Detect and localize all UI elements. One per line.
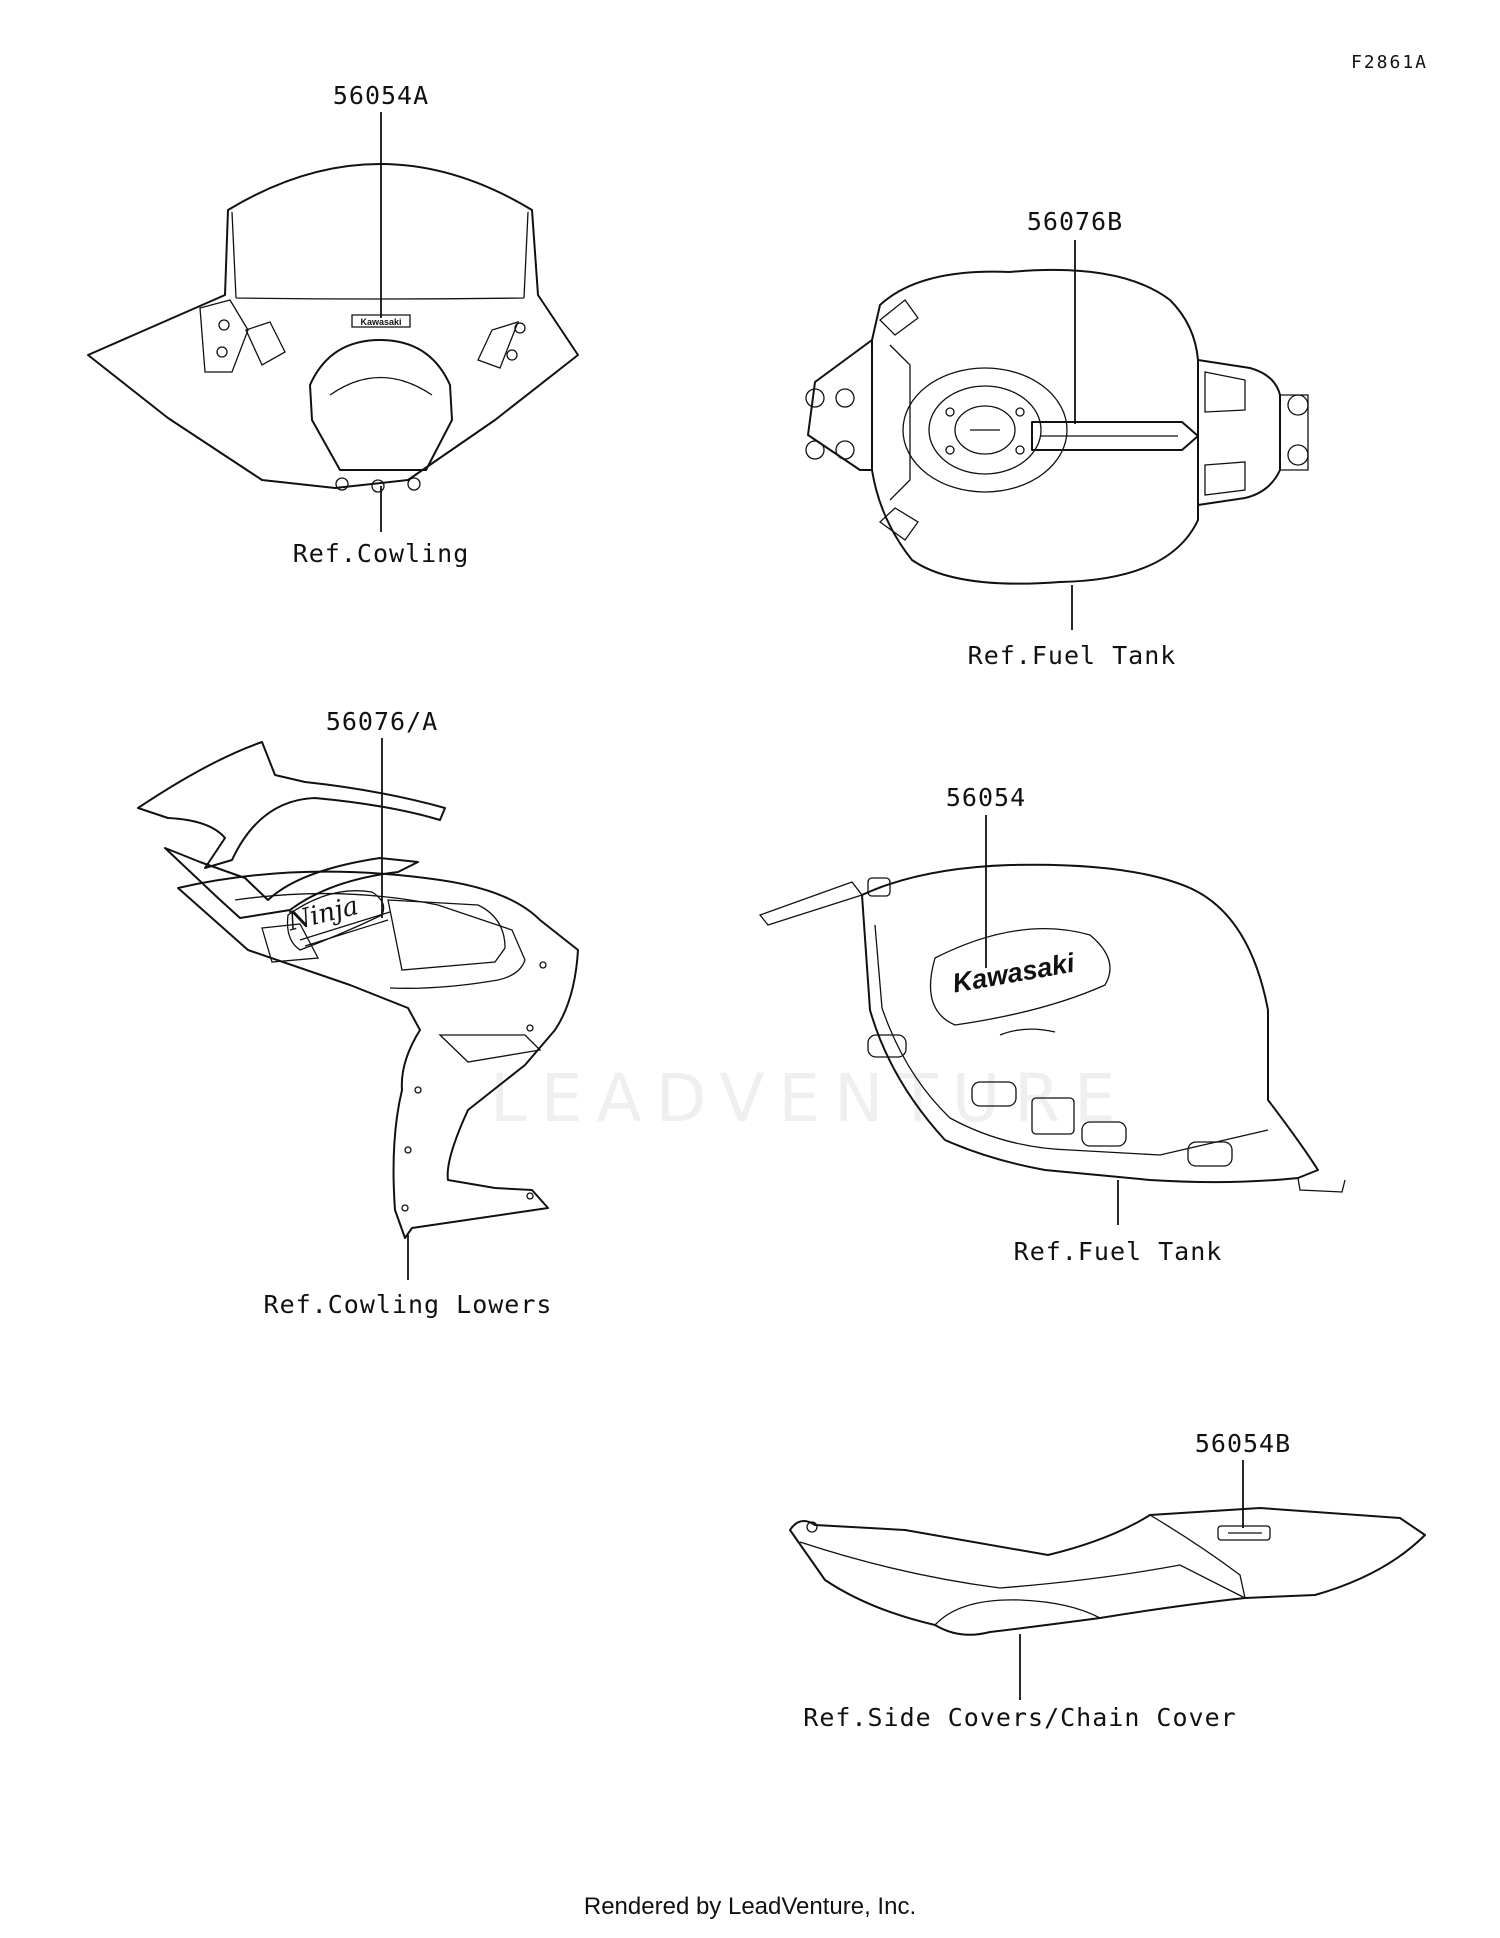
label-56076-A: 56076/A (326, 707, 438, 736)
ref-cowling-lowers: Ref.Cowling Lowers (264, 1290, 553, 1319)
fuel-tank-top-view (806, 270, 1308, 584)
fuel-tank-side-view: Kawasaki (760, 865, 1345, 1192)
side-cover (790, 1508, 1425, 1635)
tank-side-outline (862, 865, 1318, 1182)
tank-top-stripe-decal (1032, 422, 1198, 450)
side-cover-outline (790, 1508, 1425, 1635)
ref-cowling: Ref.Cowling (293, 539, 470, 568)
windshield-inner-line (232, 212, 528, 299)
tank-top-outline (872, 270, 1198, 584)
tank-rear-mount (1198, 360, 1280, 505)
ref-side-covers-chain-cover: Ref.Side Covers/Chain Cover (803, 1703, 1236, 1732)
label-56076B: 56076B (1027, 207, 1123, 236)
ref-fuel-tank-top: Ref.Fuel Tank (968, 641, 1177, 670)
filler-cap-ring (903, 368, 1067, 492)
lower-cowl-body (178, 872, 578, 1238)
watermark: LEADVENTURE (490, 1060, 1130, 1137)
kawasaki-tank-decal (931, 929, 1111, 1025)
middle-fin (165, 848, 418, 918)
headlight-opening (310, 340, 452, 470)
side-cover-650-decal (1218, 1526, 1270, 1540)
kawasaki-windshield-text: Kawasaki (360, 317, 401, 327)
label-56054B: 56054B (1195, 1429, 1291, 1458)
cowling-lower: Ninja (138, 742, 578, 1238)
footer-credit: Rendered by LeadVenture, Inc. (583, 1893, 917, 1920)
windshield-assembly: Kawasaki (88, 164, 578, 492)
diagram-code: F2861A (1351, 52, 1428, 73)
upper-fin (138, 742, 445, 868)
tank-front-bracket (808, 340, 872, 470)
ref-fuel-tank-side: Ref.Fuel Tank (1014, 1237, 1223, 1266)
ninja-decal-text: Ninja (284, 891, 361, 938)
label-56054: 56054 (946, 783, 1026, 812)
kawasaki-tank-text: Kawasaki (950, 948, 1077, 999)
label-56054A: 56054A (333, 81, 429, 110)
